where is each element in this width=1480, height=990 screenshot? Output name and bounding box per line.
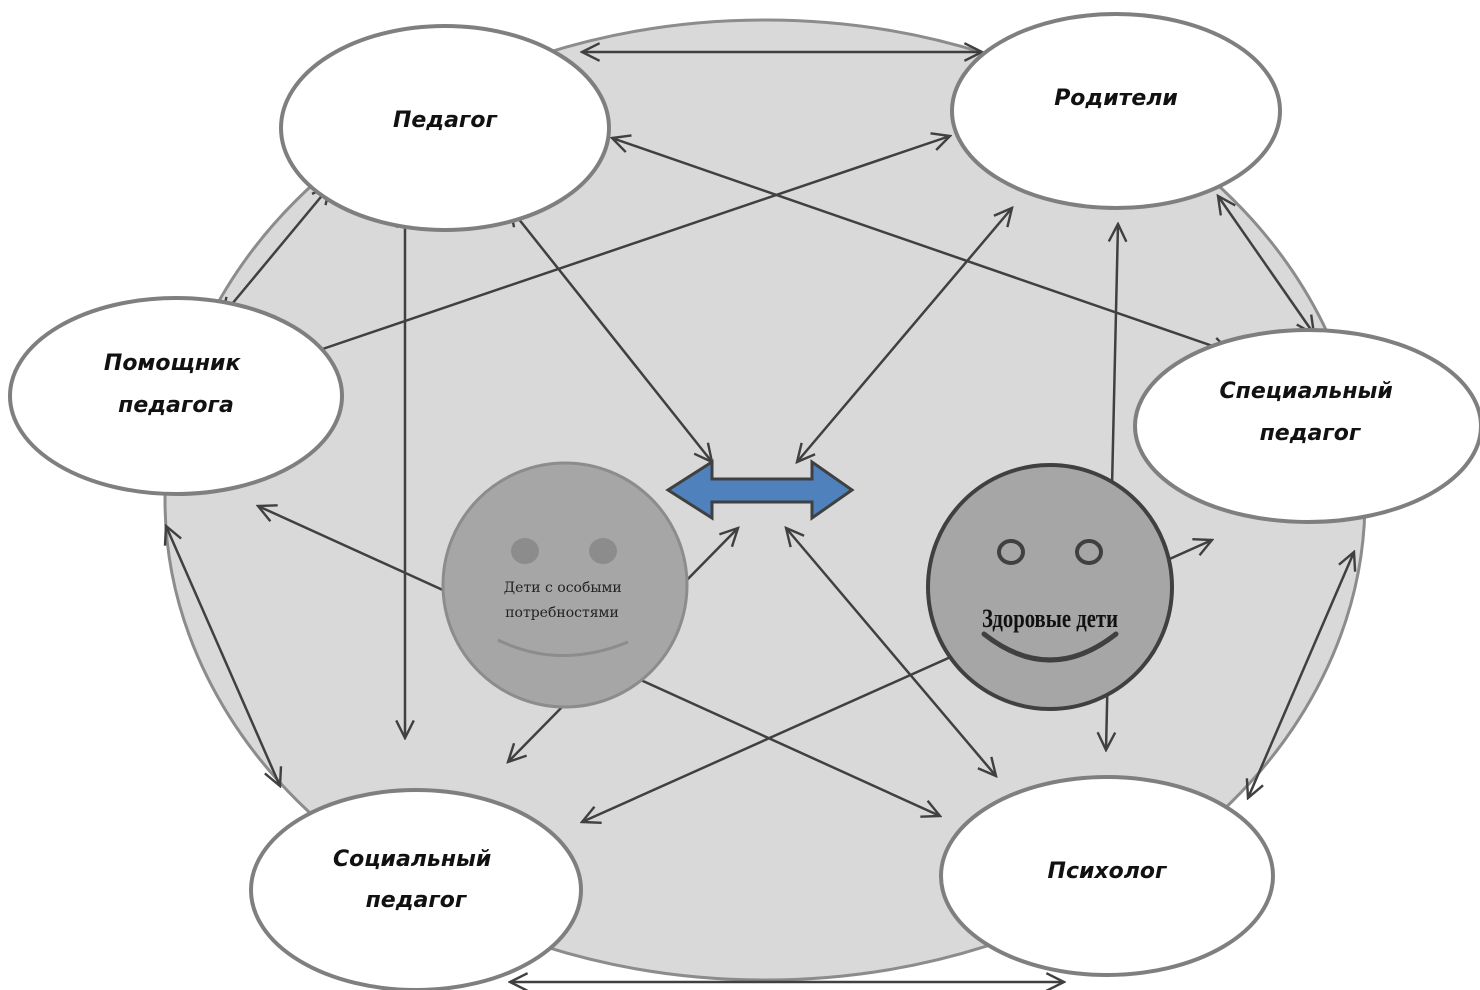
left-eye-icon	[511, 538, 539, 564]
healthy-children-label: Здоровые дети	[982, 604, 1118, 633]
node-social-teacher-label-line1: Социальный	[333, 847, 491, 872]
smile-icon	[981, 631, 1119, 663]
node-psychologist: Психолог	[939, 775, 1275, 977]
center-double-arrow	[665, 459, 855, 521]
smile-icon	[497, 638, 629, 657]
node-special-teacher-label-line2: педагог	[1260, 421, 1362, 446]
node-special-teacher-label-line1: Специальный	[1219, 379, 1392, 404]
svg-text:Помощник педагога: Помощник педагога	[104, 351, 248, 418]
node-teacher-label: Педагог	[393, 108, 499, 133]
svg-text:Социальный педагог: Социальный педагог	[333, 847, 499, 913]
right-eye-icon	[589, 538, 617, 564]
left-eye-icon	[997, 539, 1025, 565]
arrow-parents-center	[797, 208, 1012, 462]
special-children-label-line1: Дети с особыми	[504, 580, 622, 596]
arrow-parents-assistant	[302, 136, 950, 356]
node-social-teacher-label-line2: педагог	[366, 888, 468, 913]
arrow-assistant-social	[166, 526, 280, 786]
node-social-teacher: Социальный педагог	[249, 788, 583, 990]
special-needs-children-face: Дети с особыми потребностями	[441, 461, 689, 709]
svg-text:Специальный педагог: Специальный педагог	[1219, 379, 1400, 446]
special-children-label-line2: потребностями	[505, 605, 619, 621]
svg-text:Педагог: Педагог	[393, 108, 499, 133]
svg-text:Психолог: Психолог	[1048, 859, 1168, 884]
node-teacher: Педагог	[279, 24, 611, 232]
node-psychologist-label: Психолог	[1048, 859, 1168, 884]
node-parents-label: Родители	[1054, 86, 1178, 111]
node-assistant-label-line2: педагога	[118, 393, 234, 418]
right-eye-icon	[1075, 539, 1103, 565]
arrow-special-psychologist	[1248, 552, 1354, 798]
node-special-teacher: Специальный педагог	[1133, 328, 1480, 524]
node-assistant-label-line1: Помощник	[104, 351, 242, 376]
node-assistant-teacher: Помощник педагога	[8, 296, 344, 496]
node-parents: Родители	[950, 12, 1282, 210]
svg-text:Дети с особыми потребнос: Дети с особыми потребностями	[504, 580, 626, 621]
arrow-parents-special	[1218, 196, 1314, 334]
svg-text:Родители: Родители	[1054, 86, 1178, 111]
healthy-children-face: Здоровые дети	[926, 463, 1174, 711]
